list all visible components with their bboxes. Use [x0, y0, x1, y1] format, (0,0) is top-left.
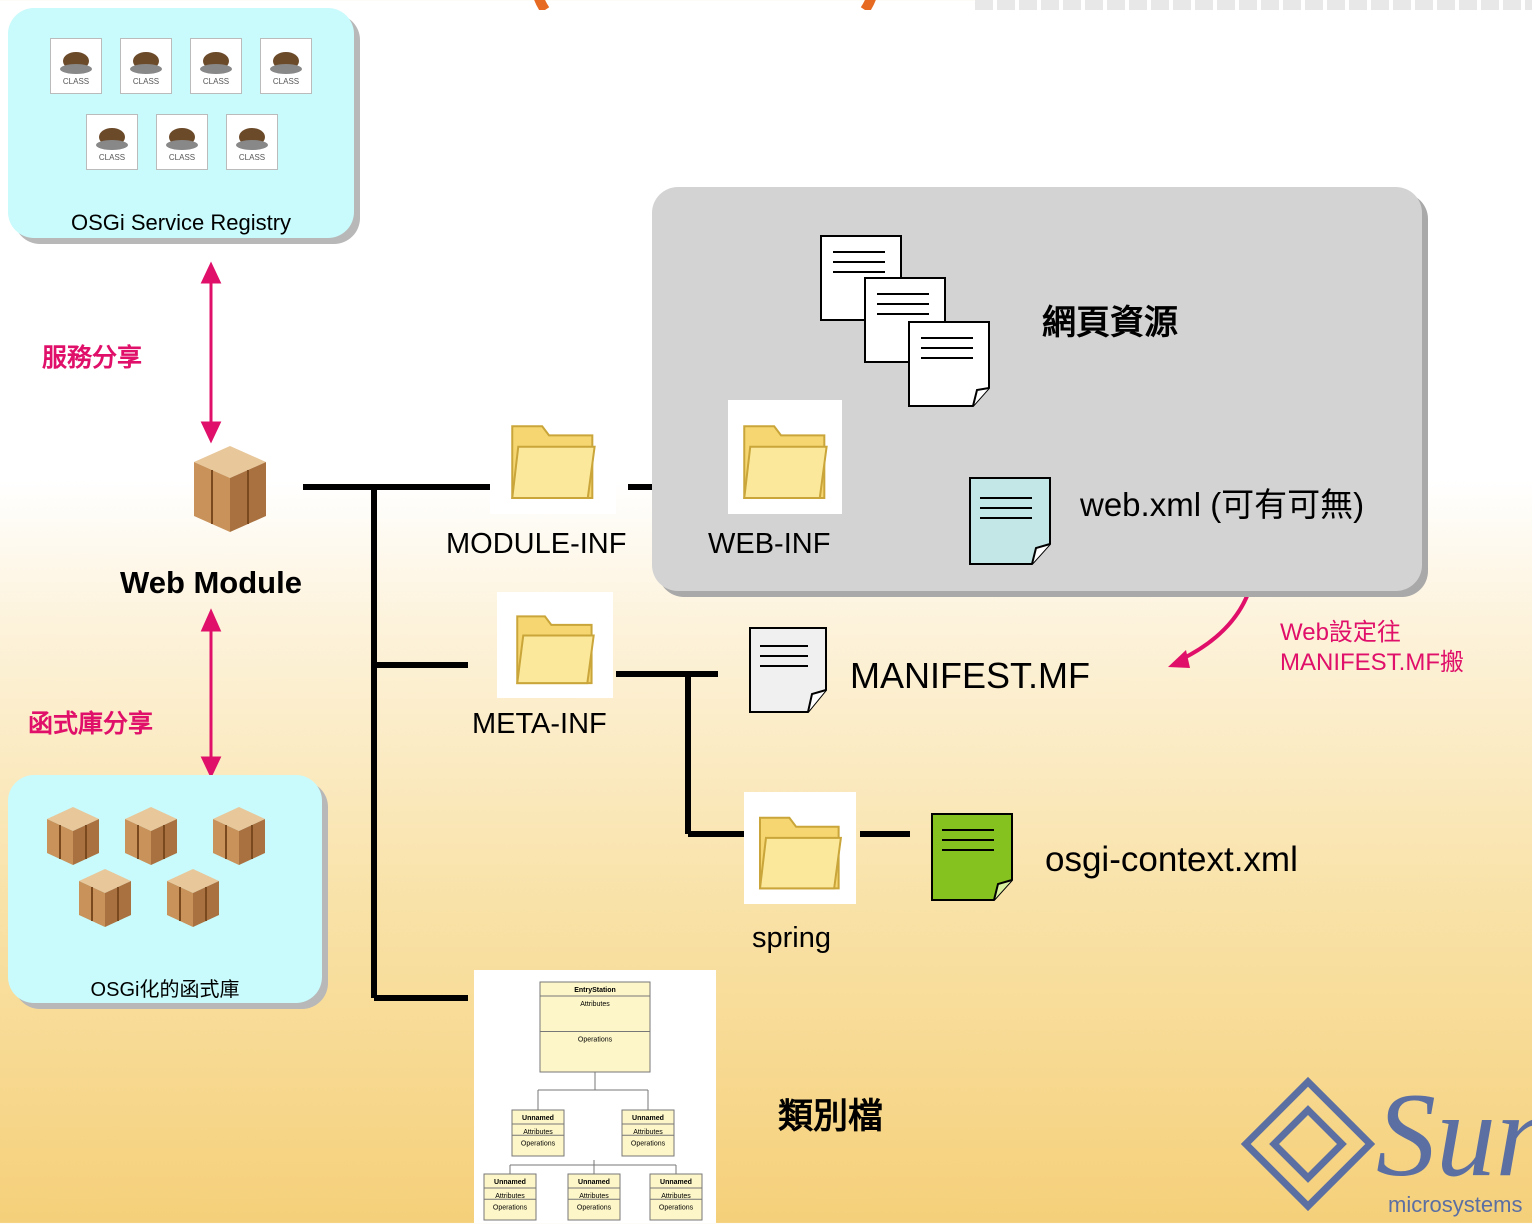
svg-text:Operations: Operations [577, 1204, 612, 1211]
library-share-label: 函式庫分享 [28, 710, 154, 738]
sun-logo-text: Sun [1376, 1070, 1532, 1201]
web-xml-label: web.xml (可有可無) [1080, 486, 1365, 523]
class-file-icon: CLASS [86, 114, 138, 170]
svg-text:Unnamed: Unnamed [632, 1115, 664, 1122]
web-resources-label: 網頁資源 [1042, 304, 1178, 342]
service-registry-label: OSGi Service Registry [70, 210, 292, 235]
osgi-libraries-panel: OSGi化的函式庫 [8, 775, 322, 1003]
sun-logo: Sun microsystems [1238, 1070, 1532, 1223]
library-package-icon [44, 805, 102, 872]
meta-inf-folder-icon [497, 592, 613, 698]
library-package-icon [76, 867, 134, 934]
module-inf-label: MODULE-INF [446, 528, 627, 560]
library-package-icon [164, 867, 222, 934]
svg-text:Operations: Operations [578, 1037, 613, 1044]
osgi-context-label: osgi-context.xml [1045, 840, 1298, 879]
svg-text:Unnamed: Unnamed [660, 1179, 692, 1186]
library-package-icon [122, 805, 180, 872]
svg-text:Unnamed: Unnamed [522, 1115, 554, 1122]
svg-text:Attributes: Attributes [495, 1193, 525, 1200]
svg-text:Unnamed: Unnamed [578, 1179, 610, 1186]
web-module-package-icon [190, 444, 270, 539]
class-file-icon: CLASS [120, 38, 172, 94]
spring-label: spring [752, 922, 831, 954]
svg-text:Attributes: Attributes [661, 1193, 691, 1200]
web-inf-label: WEB-INF [708, 528, 831, 560]
class-files-label: 類別檔 [778, 1097, 884, 1136]
svg-text:Operations: Operations [659, 1204, 694, 1211]
title-fragment [505, 0, 905, 10]
title-parentheses [534, 0, 876, 10]
web-inf-folder-icon [728, 400, 842, 514]
svg-text:Operations: Operations [521, 1140, 556, 1147]
note-line-1: Web設定往 [1280, 619, 1401, 646]
header-stripe [975, 0, 1532, 10]
osgi-context-document-icon [928, 810, 1018, 911]
meta-inf-label: META-INF [472, 708, 607, 740]
note-line-2: MANIFEST.MF搬 [1280, 649, 1464, 676]
svg-text:Attributes: Attributes [523, 1129, 553, 1136]
manifest-document-icon [746, 624, 832, 721]
web-module-label: Web Module [120, 565, 302, 600]
spring-document-icon [931, 813, 1013, 901]
svg-text:Operations: Operations [493, 1204, 528, 1211]
svg-text:Unnamed: Unnamed [494, 1179, 526, 1186]
svg-text:Attributes: Attributes [633, 1129, 663, 1136]
manifest-label: MANIFEST.MF [850, 655, 1090, 696]
library-package-icon [210, 805, 268, 872]
class-file-icon: CLASS [50, 38, 102, 94]
svg-text:EntryStation: EntryStation [574, 987, 616, 994]
xml-document-icon [969, 477, 1051, 565]
svg-text:Operations: Operations [631, 1140, 666, 1147]
osgi-libraries-label: OSGi化的函式庫 [90, 979, 240, 1001]
document-icon [749, 627, 827, 713]
sun-logo-diamond-icon [1240, 1076, 1376, 1212]
web-resource-documents [815, 230, 995, 415]
module-inf-folder-icon [490, 400, 616, 514]
service-registry-panel: CLASS CLASS CLASS CLASS CLASS CLASS CLASS OSGi… [8, 8, 354, 238]
web-xml-document-icon [966, 474, 1056, 575]
package-icon [194, 446, 266, 532]
sun-logo-subtext: microsystems [1388, 1192, 1523, 1217]
class-file-icon: CLASS [226, 114, 278, 170]
class-file-icon: CLASS [156, 114, 208, 170]
class-file-icon: CLASS [260, 38, 312, 94]
svg-text:Attributes: Attributes [580, 1001, 610, 1008]
class-file-icon: CLASS [190, 38, 242, 94]
spring-folder-icon [744, 792, 856, 904]
service-share-label: 服務分享 [42, 344, 143, 372]
svg-text:Attributes: Attributes [579, 1193, 609, 1200]
document-stack-icon [820, 235, 990, 407]
